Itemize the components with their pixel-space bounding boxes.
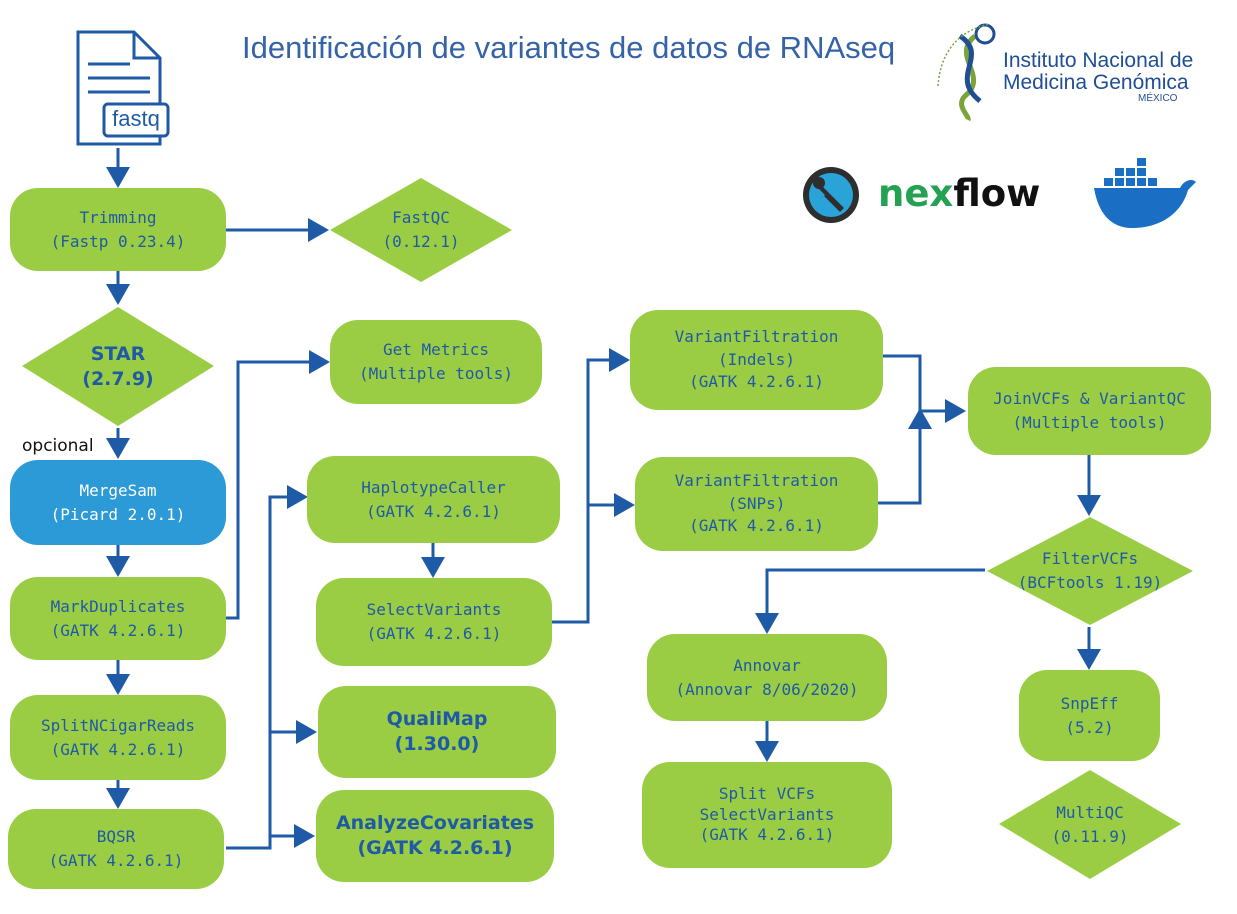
node-filtervcfs-version: (BCFtools 1.19) <box>1017 573 1163 592</box>
node-vf-snps-name: VariantFiltration <box>674 471 839 491</box>
node-variantfiltration-indels[interactable]: VariantFiltration (Indels) (GATK 4.2.6.1… <box>630 310 883 410</box>
node-bqsr-version: (GATK 4.2.6.1) <box>48 851 184 870</box>
node-selectvariants[interactable]: SelectVariants (GATK 4.2.6.1) <box>316 578 552 666</box>
node-star-name: STAR <box>90 342 146 365</box>
node-fastqc-name: FastQC <box>392 208 450 227</box>
node-markduplicates[interactable]: MarkDuplicates (GATK 4.2.6.1) <box>10 577 226 660</box>
node-filtervcfs[interactable]: FilterVCFs (BCFtools 1.19) <box>985 515 1195 627</box>
node-splitvcfs[interactable]: Split VCFs SelectVariants (GATK 4.2.6.1) <box>642 762 892 868</box>
node-splitncigarreads-version: (GATK 4.2.6.1) <box>50 739 186 759</box>
node-annovar-version: (Annovar 8/06/2020) <box>675 679 859 699</box>
institute-name: Instituto Nacional de Medicina Genómica … <box>1003 49 1194 105</box>
fastq-label: fastq <box>112 106 160 131</box>
node-analyzecovariates-name: AnalyzeCovariates <box>335 812 535 835</box>
node-selectvariants-version: (GATK 4.2.6.1) <box>366 624 502 643</box>
node-getmetrics[interactable]: Get Metrics (Multiple tools) <box>330 320 542 404</box>
node-vf-snps-type: (SNPs) <box>727 493 786 513</box>
node-bqsr[interactable]: BQSR (GATK 4.2.6.1) <box>8 809 224 889</box>
node-joinvcfs[interactable]: JoinVCFs & VariantQC (Multiple tools) <box>968 367 1211 455</box>
page-title: Identificación de variantes de datos de … <box>242 30 896 65</box>
node-annovar-name: Annovar <box>733 655 801 675</box>
node-haplotypecaller-version: (GATK 4.2.6.1) <box>366 501 501 521</box>
node-fastqc-version: (0.12.1) <box>382 232 460 251</box>
node-splitvcfs-version: (GATK 4.2.6.1) <box>699 825 835 845</box>
node-splitncigarreads[interactable]: SplitNCigarReads (GATK 4.2.6.1) <box>10 695 226 780</box>
node-splitncigarreads-name: SplitNCigarReads <box>40 715 196 735</box>
nextflow-text-b: flow <box>953 172 1041 215</box>
edge-bqsr-haplotype <box>226 485 308 850</box>
node-getmetrics-name: Get Metrics <box>383 340 489 359</box>
node-bqsr-name: BQSR <box>96 827 136 846</box>
docker-logo-icon <box>1092 152 1198 230</box>
node-qualimap[interactable]: QualiMap (1.30.0) <box>318 686 556 778</box>
fastq-file-icon: fastq <box>74 28 170 148</box>
diamond-shape <box>330 178 512 282</box>
node-splitvcfs-tool: SelectVariants <box>699 804 835 824</box>
edge-vfindels-join <box>883 354 966 423</box>
node-haplotypecaller[interactable]: HaplotypeCaller (GATK 4.2.6.1) <box>307 456 560 543</box>
edge-vfsnps-join <box>878 408 932 505</box>
node-vf-indels-type: (Indels) <box>717 349 796 369</box>
institute-line2: Medicina Genómica <box>1003 71 1189 95</box>
node-vf-indels-name: VariantFiltration <box>674 327 839 347</box>
node-mergesam-version: (Picard 2.0.1) <box>50 504 186 524</box>
node-mergesam-name: MergeSam <box>79 480 157 500</box>
institute-logo <box>930 16 1230 126</box>
node-multiqc[interactable]: MultiQC (0.11.9) <box>997 768 1183 881</box>
node-annovar[interactable]: Annovar (Annovar 8/06/2020) <box>647 634 887 721</box>
node-snpeff-version: (5.2) <box>1065 717 1114 737</box>
node-star-version: (2.7.9) <box>82 367 154 390</box>
optional-label: opcional <box>22 436 94 456</box>
node-analyzecovariates[interactable]: AnalyzeCovariates (GATK 4.2.6.1) <box>316 790 554 882</box>
node-snpeff-name: SnpEff <box>1060 693 1119 713</box>
node-variantfiltration-snps[interactable]: VariantFiltration (SNPs) (GATK 4.2.6.1) <box>635 457 878 551</box>
node-markduplicates-name: MarkDuplicates <box>50 596 186 616</box>
institute-line1: Instituto Nacional de <box>1003 49 1194 72</box>
node-fastqc[interactable]: FastQC (0.12.1) <box>328 176 514 284</box>
node-trimming[interactable]: Trimming (Fastp 0.23.4) <box>10 188 226 271</box>
edge-select-vfindels <box>552 348 630 624</box>
node-markduplicates-version: (GATK 4.2.6.1) <box>50 620 186 640</box>
node-star[interactable]: STAR (2.7.9) <box>20 305 216 428</box>
node-multiqc-name: MultiQC <box>1056 802 1124 822</box>
edge-markdup-getmetrics <box>226 350 330 620</box>
node-joinvcfs-version: (Multiple tools) <box>1012 413 1167 432</box>
wrench-logo-icon <box>802 166 860 224</box>
node-filtervcfs-name: FilterVCFs <box>1041 549 1139 568</box>
diamond-shape <box>22 307 214 426</box>
dna-logo-icon <box>937 23 996 122</box>
node-selectvariants-name: SelectVariants <box>366 600 502 619</box>
node-analyzecovariates-version: (GATK 4.2.6.1) <box>357 837 513 859</box>
institute-country: MÉXICO <box>1138 93 1178 105</box>
node-trimming-name: Trimming <box>79 207 157 227</box>
node-splitvcfs-name: Split VCFs <box>718 783 816 803</box>
diamond-shape <box>999 770 1181 879</box>
node-trimming-version: (Fastp 0.23.4) <box>50 231 186 251</box>
node-joinvcfs-name: JoinVCFs & VariantQC <box>993 389 1186 408</box>
nextflow-logo: nexflow <box>878 172 1040 215</box>
node-vf-snps-version: (GATK 4.2.6.1) <box>689 516 824 536</box>
node-getmetrics-version: (Multiple tools) <box>358 364 514 383</box>
nextflow-text-a: nex <box>878 172 954 215</box>
node-multiqc-version: (0.11.9) <box>1051 826 1129 846</box>
node-qualimap-name: QualiMap <box>386 708 488 731</box>
node-haplotypecaller-name: HaplotypeCaller <box>361 477 506 497</box>
node-snpeff[interactable]: SnpEff (5.2) <box>1019 670 1160 761</box>
node-mergesam[interactable]: MergeSam (Picard 2.0.1) <box>10 460 226 545</box>
diamond-shape <box>987 517 1193 625</box>
node-qualimap-version: (1.30.0) <box>394 733 480 755</box>
edge-filter-annovar <box>755 568 985 634</box>
node-vf-indels-version: (GATK 4.2.6.1) <box>689 372 824 392</box>
